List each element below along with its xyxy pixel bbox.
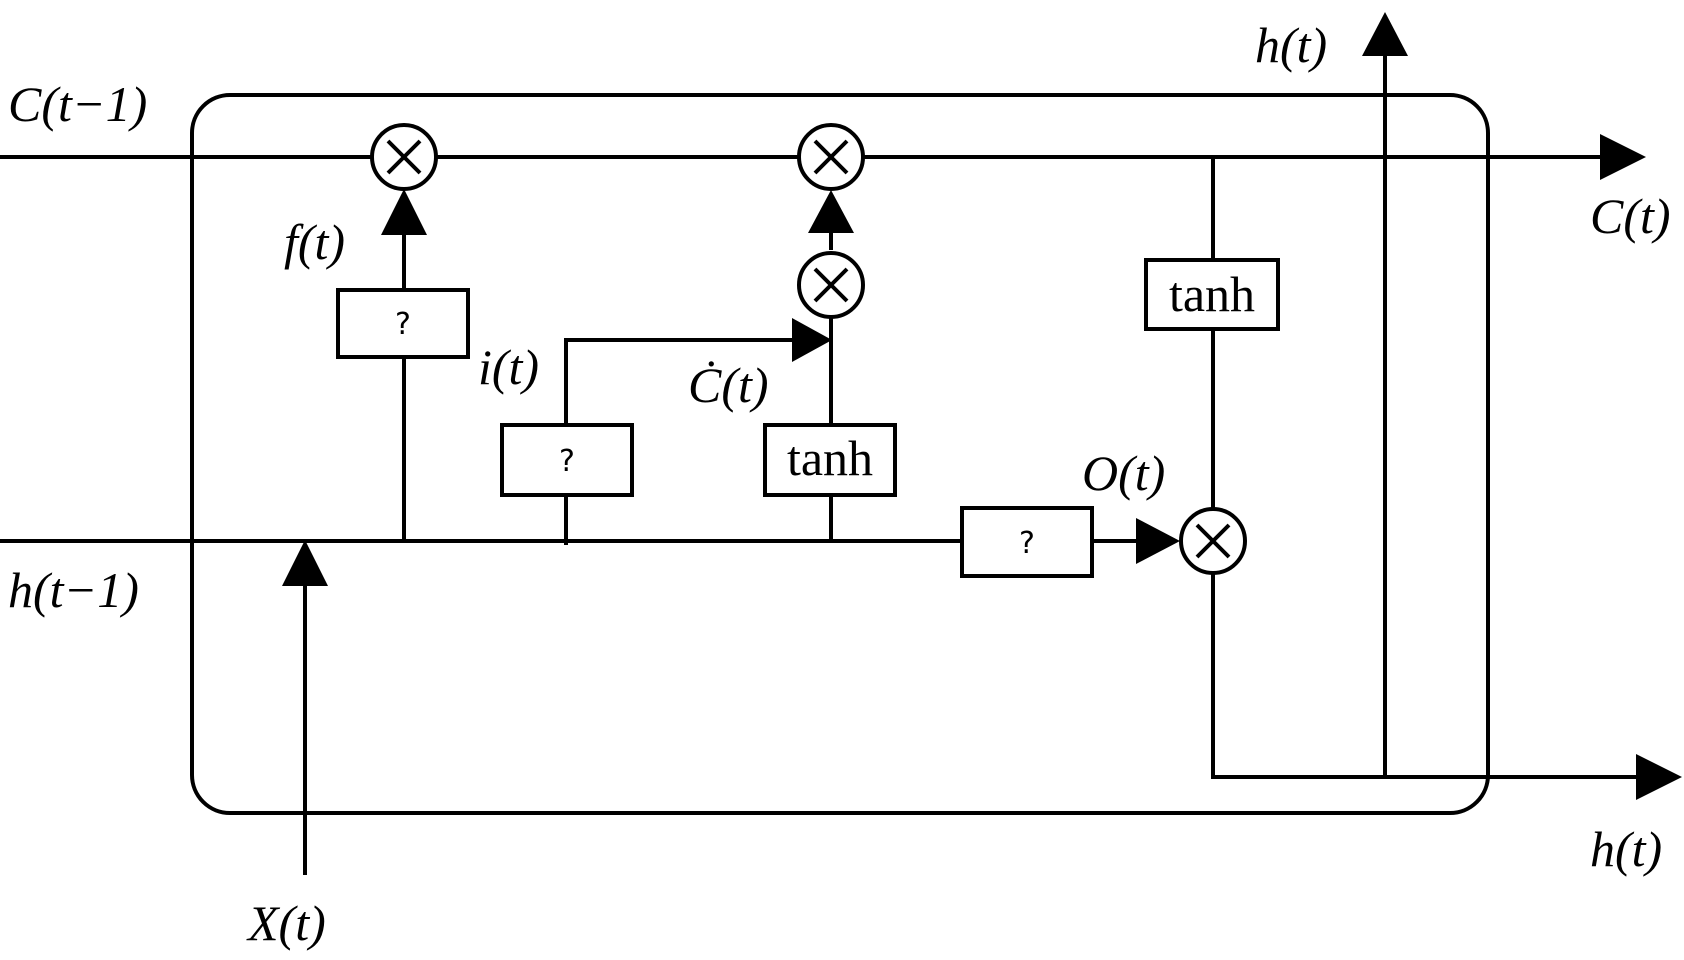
label-input-gate: i(t) bbox=[478, 339, 539, 395]
cell-output-arrowhead bbox=[1600, 134, 1646, 180]
input-gate-box bbox=[500, 423, 634, 497]
x-input-arrowhead bbox=[282, 540, 328, 586]
forget-gate-symbol: ? bbox=[395, 307, 411, 342]
label-hidden-output-right: h(t) bbox=[1590, 821, 1662, 877]
input-gate-symbol: ? bbox=[559, 444, 575, 479]
label-output-gate: O(t) bbox=[1082, 445, 1165, 501]
hidden-top-arrowhead bbox=[1362, 12, 1408, 56]
cell-tanh-text: tanh bbox=[1169, 266, 1255, 322]
forget-gate-box bbox=[336, 288, 470, 359]
input-wire-upper bbox=[564, 338, 792, 425]
forget-multiply-op bbox=[370, 123, 438, 191]
forget-arrowhead bbox=[381, 189, 427, 235]
label-candidate: Ċ(t) bbox=[688, 357, 769, 413]
candidate-multiply-op bbox=[797, 251, 865, 319]
label-hidden-output-top: h(t) bbox=[1255, 17, 1327, 73]
output-gate-arrowhead bbox=[1136, 518, 1180, 564]
cell-frame bbox=[190, 93, 1490, 815]
candidate-arrowhead bbox=[808, 190, 854, 233]
label-x-input: X(t) bbox=[246, 895, 326, 951]
cell-add-op bbox=[797, 123, 865, 191]
hidden-output-line bbox=[1211, 574, 1638, 779]
output-gate-box bbox=[960, 506, 1094, 578]
output-gate-symbol: ? bbox=[1019, 526, 1035, 561]
label-cell-prev: C(t−1) bbox=[8, 76, 147, 132]
label-forget-gate: f(t) bbox=[284, 214, 345, 270]
label-hidden-prev: h(t−1) bbox=[8, 562, 139, 618]
hidden-output-arrowhead bbox=[1636, 754, 1682, 800]
label-cell-output: C(t) bbox=[1590, 188, 1671, 244]
candidate-tanh-text: tanh bbox=[787, 430, 873, 486]
input-arrowhead bbox=[792, 318, 832, 362]
output-multiply-op bbox=[1179, 507, 1247, 575]
